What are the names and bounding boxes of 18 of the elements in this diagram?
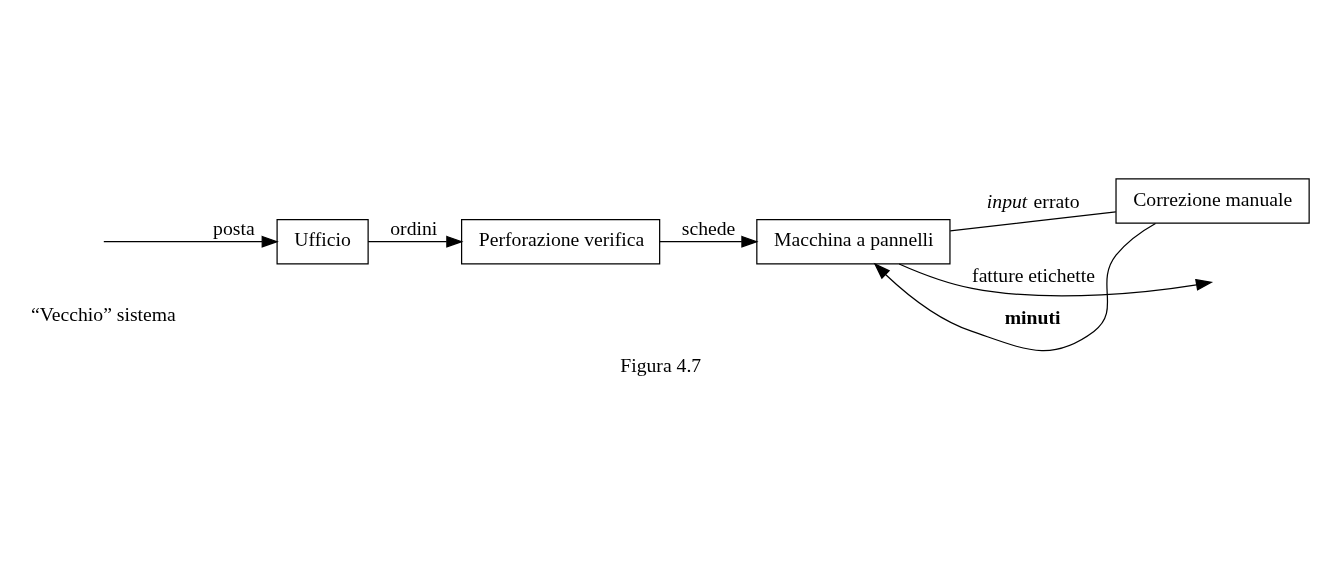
arrow (659, 235, 759, 248)
node-box: Macchina a pannelli (756, 218, 951, 264)
node-box: Correzione manuale (1115, 177, 1310, 224)
node-box: Perforazione verifica (461, 218, 661, 264)
edge-label: minuti (1004, 305, 1061, 328)
edge-label: ordini (390, 216, 438, 239)
caption: Figura 4.7 (620, 353, 702, 376)
arrow (873, 222, 1157, 351)
edge-label: input errato (986, 189, 1080, 212)
arrow (367, 235, 464, 248)
edge-label: schede (681, 216, 736, 239)
arrow (898, 262, 1214, 297)
edge-label: posta (213, 216, 255, 239)
connector (949, 210, 1117, 231)
diagram-title: “Vecchio” sistema (31, 302, 176, 325)
edge-label: fatture etichette (972, 263, 1095, 286)
node-box: Ufficio (276, 218, 369, 264)
arrow (103, 235, 279, 248)
